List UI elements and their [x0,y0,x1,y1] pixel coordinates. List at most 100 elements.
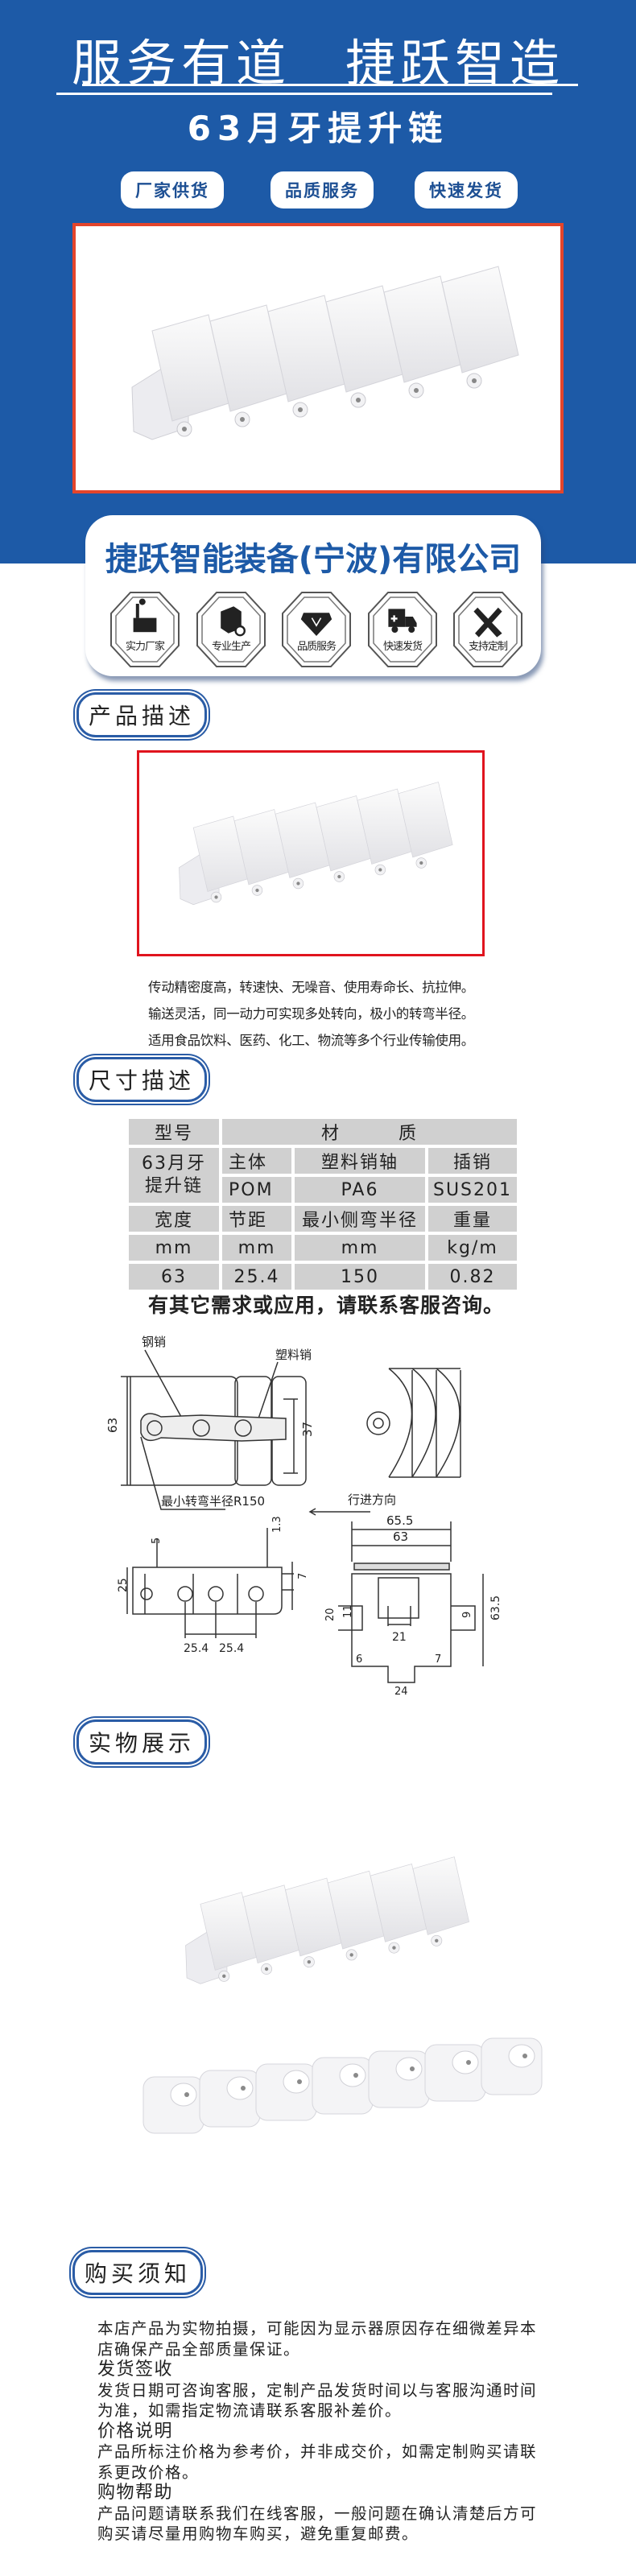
technical-drawing: 钢销 塑料销 63 37 最小转弯半径R150 行进方向 25.4 25.4 2… [105,1335,502,1698]
chain-plate [370,1864,427,1954]
feature-label: 快速发货 [382,641,423,653]
feature-truck: 快速发货 [367,589,438,670]
chain-link [199,2070,261,2128]
showcase-photo-bottom [127,2013,554,2161]
chain-plate [267,295,345,418]
notice-heading: 发货签收 [97,2359,174,2380]
cell: mm [295,1235,425,1261]
cross-section-drawing: 65.5 63 20 11 21 9 63.5 6 7 24 [324,1513,502,1698]
cell: 150 [295,1264,425,1290]
notice-intro: 本店产品为实物拍摄，可能因为显示器原因存在细微差异本店确保产品全部质量保证。 [97,2319,538,2359]
feature-label: 实力厂家 [125,641,165,653]
header-model: 型号 [129,1119,219,1145]
dim-7: 7 [297,1573,309,1579]
chain-link [368,2050,430,2108]
chain-plate [151,314,229,437]
dim-5: 5 [151,1538,163,1544]
feature-diamond: 品质服务 [281,589,352,670]
table-row: 63月牙提升链主体塑料销轴插销 [129,1148,517,1203]
chain-link [142,2076,204,2134]
chain-plate [398,782,453,869]
feature-box-gear: 专业生产 [196,589,266,670]
table-row: 型号材 质 [129,1119,517,1145]
dim-25: 25 [117,1578,130,1592]
feature-label: 专业生产 [211,641,251,653]
section-notice-title: 购买须知 [72,2250,203,2295]
side-curve-drawing [366,1368,461,1478]
label-steel-pin: 钢销 [142,1335,166,1349]
cell: 25.4 [222,1264,291,1290]
chain-plate [275,802,330,890]
box-gear-icon [221,606,246,637]
divider [56,93,552,95]
cell: 塑料销轴 [295,1148,425,1174]
cell: 插销 [428,1148,517,1174]
chain-photo [131,266,519,440]
chain-bottom-view [142,2037,543,2134]
pill-fast-delivery: 快速发货 [415,171,518,208]
purchase-notice: 本店产品为实物拍摄，可能因为显示器原因存在细微差异本店确保产品全部质量保证。 发… [97,2318,548,2545]
chain-plate [412,1856,470,1946]
label-plastic-pin: 塑料销 [275,1348,312,1362]
cell: SUS201 [428,1177,517,1203]
cell: 主体 [222,1148,291,1174]
dim-20: 20 [324,1608,337,1621]
notice-text: 产品所标注价格为参考价，并非成交价，如需定制购买请联系更改价格。 [97,2442,538,2482]
contact-note: 有其它需求或应用，请联系客服咨询。 [147,1294,504,1317]
cell: POM [222,1177,291,1203]
company-card: 捷跃智能装备(宁波)有限公司 实力厂家 专业生产 品质服务 快速发货 支持定制 [85,515,541,676]
cell: 0.82 [428,1264,517,1290]
pill-quality-service: 品质服务 [271,171,374,208]
hero-banner: 服务有道 捷跃智造 63月牙提升链 厂家供货 品质服务 快速发货 [0,0,636,564]
description-line: 输送灵活，同一动力可实现多处转向，极小的转弯半径。 [148,1006,475,1022]
label-direction: 行进方向 [348,1492,396,1507]
notice-text: 发货日期可咨询客服，定制产品发货时间以与客服沟通时间为准，如需指定物流请联系客服… [97,2380,538,2421]
ruler-pencil-icon [473,607,502,638]
feature-label: 支持定制 [468,641,508,653]
direction-arrow [308,1508,370,1516]
dim-pitch-1: 25.4 [184,1642,209,1655]
chain-photo [179,782,453,906]
factory-icon [133,598,157,633]
section-dimensions-title: 尺寸描述 [76,1057,207,1102]
product-title: 63月牙提升链 [187,109,449,148]
dim-63-width: 63 [393,1530,408,1544]
description-line: 适用食品饮料、医药、化工、物流等多个行业传输使用。 [148,1033,475,1048]
cell: 最小侧弯半径 [295,1206,425,1232]
chain-plate [325,285,403,408]
dim-63.5: 63.5 [489,1596,502,1620]
divider [82,84,578,86]
cell: mm [129,1235,219,1261]
chain-plate [242,1885,299,1975]
company-name: 捷跃智能装备(宁波)有限公司 [105,541,522,578]
section-showcase-title: 实物展示 [76,1719,207,1765]
chain-link [424,2044,486,2102]
model-text: 63月牙提升链 [142,1154,206,1196]
diamond-icon [300,613,332,636]
dim-6: 6 [356,1653,362,1666]
chain-plate [209,304,287,427]
cell: mm [222,1235,291,1261]
feature-label: 品质服务 [296,641,337,653]
notice-heading: 价格说明 [97,2421,174,2442]
description-line: 传动精密度高，转速快、无噪音、使用寿命长、抗拉伸。 [148,980,475,995]
cell: PA6 [295,1177,425,1203]
feature-factory: 实力厂家 [109,589,180,670]
cell: kg/m [428,1235,517,1261]
hero-product-photo [72,223,564,493]
dim-37: 37 [300,1422,315,1437]
notice-text: 产品问题请联系我们在线客服，一般问题在确认清楚后方可购买请尽量用购物车购买，避免… [97,2504,538,2544]
dim-21: 21 [392,1631,407,1644]
dim-24: 24 [394,1686,408,1698]
showcase-photo-top [121,1827,523,2004]
pill-factory-supply: 厂家供货 [121,171,224,208]
truck-icon [388,609,417,633]
header-material: 材 质 [222,1119,517,1145]
slogan: 服务有道 捷跃智造 [71,34,564,93]
section-description-title: 产品描述 [76,692,207,737]
table-row: 宽度节距最小侧弯半径重量 [129,1206,517,1232]
